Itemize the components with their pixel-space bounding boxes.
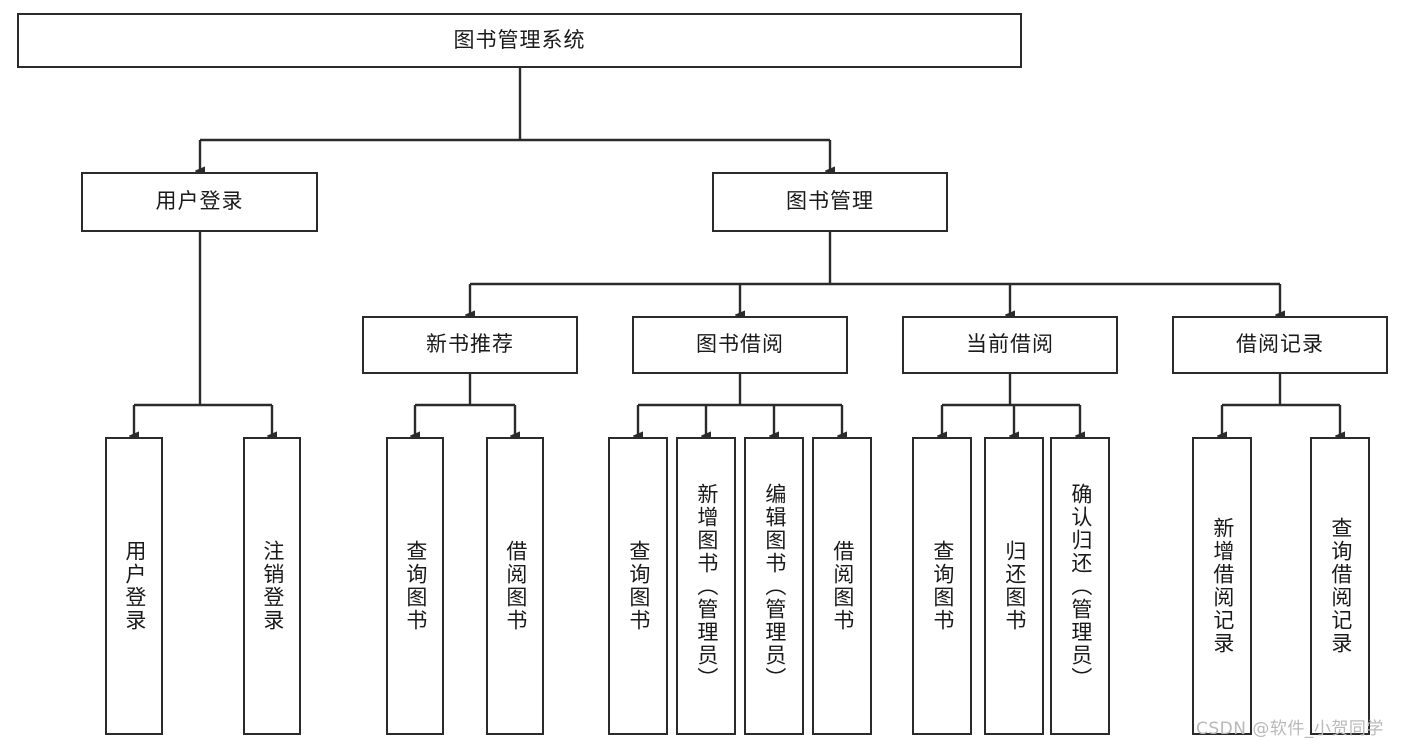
node-l-logout[interactable]: 注销登录 bbox=[243, 437, 301, 735]
node-label: 图书借阅 bbox=[696, 332, 784, 357]
node-bookmgmt[interactable]: 图书管理 bbox=[712, 172, 948, 232]
node-label: 新书推荐 bbox=[426, 332, 514, 357]
node-login[interactable]: 用户登录 bbox=[81, 172, 318, 232]
node-l-queryrec[interactable]: 查询借阅记录 bbox=[1310, 437, 1370, 735]
node-label: 新增借阅记录 bbox=[1210, 517, 1235, 655]
node-label: 图书管理 bbox=[786, 189, 874, 214]
node-l-borrow1[interactable]: 借阅图书 bbox=[486, 437, 544, 735]
node-label: 编辑图书（管理员） bbox=[762, 482, 787, 690]
node-l-edit[interactable]: 编辑图书（管理员） bbox=[744, 437, 804, 735]
node-label: 借阅图书 bbox=[503, 540, 528, 632]
node-label: 借阅记录 bbox=[1236, 332, 1324, 357]
node-label: 归还图书 bbox=[1002, 540, 1027, 632]
node-label: 图书管理系统 bbox=[453, 27, 586, 52]
node-l-query1[interactable]: 查询图书 bbox=[386, 437, 444, 735]
node-label: 新增图书（管理员） bbox=[694, 482, 719, 690]
node-l-login[interactable]: 用户登录 bbox=[105, 437, 163, 735]
node-l-query3[interactable]: 查询图书 bbox=[912, 437, 972, 735]
node-label: 查询图书 bbox=[403, 540, 428, 632]
node-label: 借阅图书 bbox=[830, 540, 855, 632]
node-label: 查询图书 bbox=[626, 540, 651, 632]
node-records[interactable]: 借阅记录 bbox=[1172, 316, 1388, 374]
node-label: 确认归还（管理员） bbox=[1068, 482, 1093, 690]
node-label: 注销登录 bbox=[260, 540, 285, 632]
edge-group bbox=[134, 68, 1340, 436]
node-l-addrec[interactable]: 新增借阅记录 bbox=[1192, 437, 1252, 735]
node-newbook[interactable]: 新书推荐 bbox=[362, 316, 578, 374]
node-label: 当前借阅 bbox=[966, 332, 1054, 357]
node-label: 用户登录 bbox=[122, 540, 147, 632]
node-l-confirm[interactable]: 确认归还（管理员） bbox=[1050, 437, 1110, 735]
node-l-borrow2[interactable]: 借阅图书 bbox=[812, 437, 872, 735]
node-borrow[interactable]: 图书借阅 bbox=[632, 316, 848, 374]
node-label: 查询图书 bbox=[930, 540, 955, 632]
watermark-label: CSDN @软件_小贺同学 bbox=[1196, 719, 1384, 739]
node-l-return[interactable]: 归还图书 bbox=[984, 437, 1044, 735]
node-current[interactable]: 当前借阅 bbox=[902, 316, 1118, 374]
node-label: 用户登录 bbox=[155, 189, 244, 214]
node-l-query2[interactable]: 查询图书 bbox=[608, 437, 668, 735]
node-label: 查询借阅记录 bbox=[1328, 517, 1353, 655]
node-l-add[interactable]: 新增图书（管理员） bbox=[676, 437, 736, 735]
node-root[interactable]: 图书管理系统 bbox=[17, 13, 1022, 68]
